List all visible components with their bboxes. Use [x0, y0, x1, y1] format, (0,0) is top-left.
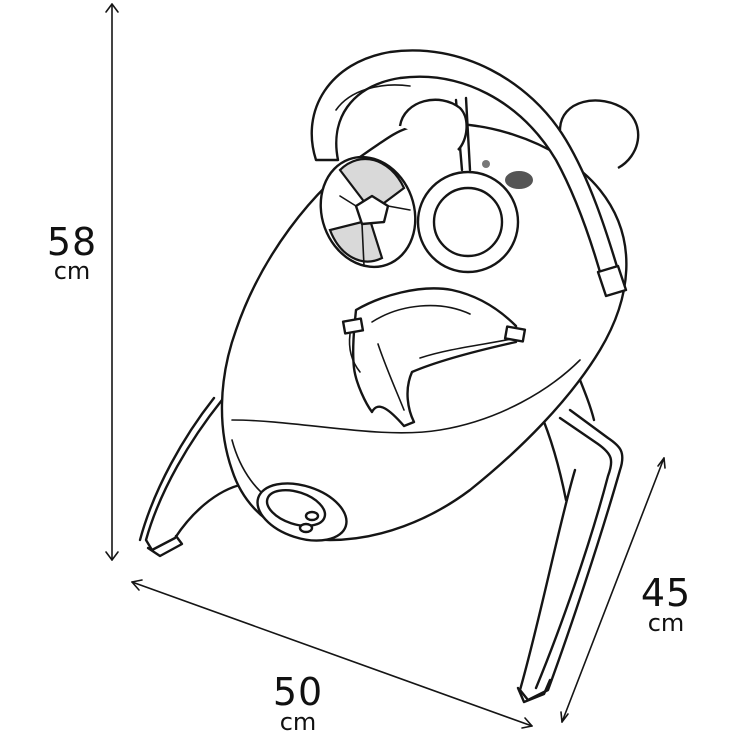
- height-arrow-bottom-icon: [105, 551, 119, 561]
- bouncer-wire-frame: [138, 358, 624, 704]
- height-unit: cm: [54, 257, 91, 285]
- width-dimension-line: [131, 581, 533, 727]
- front-left-leg-inner: [138, 396, 216, 542]
- width-arrow-left-icon: [131, 579, 143, 591]
- ring-toy-inner: [432, 186, 504, 258]
- toy-bar-highlight: [335, 84, 411, 111]
- rear-right-leg-inner: [534, 416, 613, 690]
- width-value: 50: [273, 670, 323, 714]
- bear-eye-patch: [505, 171, 533, 189]
- bear-nose-pad: [256, 482, 348, 542]
- depth-value: 45: [641, 571, 691, 615]
- harness-strap-top: [371, 304, 471, 323]
- left-foot: [146, 534, 184, 558]
- height-value: 58: [47, 220, 97, 264]
- safety-harness: [341, 287, 527, 428]
- harness-strap-left: [348, 333, 361, 373]
- width-unit: cm: [280, 708, 317, 736]
- bear-head-ear: [398, 98, 468, 151]
- nose-hole-1: [304, 510, 320, 522]
- harness-buckle-right: [503, 325, 527, 343]
- harness-buckle-left: [341, 317, 365, 335]
- flower-toy-petal-shade: [338, 157, 406, 214]
- width-dimension: 50 cm: [131, 579, 533, 736]
- flower-toy-seam-1: [339, 195, 357, 207]
- width-arrow-right-icon: [521, 717, 533, 729]
- height-arrow-top-icon: [105, 3, 119, 13]
- flower-toy-center: [354, 194, 390, 226]
- bear-eye-dot: [482, 160, 490, 168]
- depth-arrow-top-icon: [657, 457, 666, 469]
- toy-string-2: [464, 96, 472, 172]
- depth-unit: cm: [648, 609, 685, 637]
- right-foot: [516, 678, 552, 704]
- ring-toy: [416, 170, 520, 274]
- depth-dimension: 45 cm: [560, 457, 691, 723]
- harness-body: [351, 287, 518, 428]
- flower-toy: [319, 155, 417, 269]
- harness-strap-center: [377, 343, 405, 411]
- toy-bar-clip: [596, 264, 628, 298]
- height-dimension: 58 cm: [47, 3, 119, 561]
- seat-seam: [231, 359, 581, 434]
- bear-ear: [558, 99, 640, 170]
- front-left-leg: [144, 398, 246, 552]
- flower-toy-seam-3: [361, 223, 365, 267]
- nose-hole-2: [298, 522, 314, 534]
- rear-right-leg: [518, 408, 624, 702]
- depth-arrow-bottom-icon: [560, 711, 569, 723]
- flower-toy-petal-shade-2: [328, 218, 384, 263]
- baby-bouncer-illustration: [138, 49, 640, 704]
- flower-toy-seam-2: [387, 205, 411, 211]
- depth-dimension-line: [561, 457, 665, 723]
- side-strut: [538, 410, 568, 502]
